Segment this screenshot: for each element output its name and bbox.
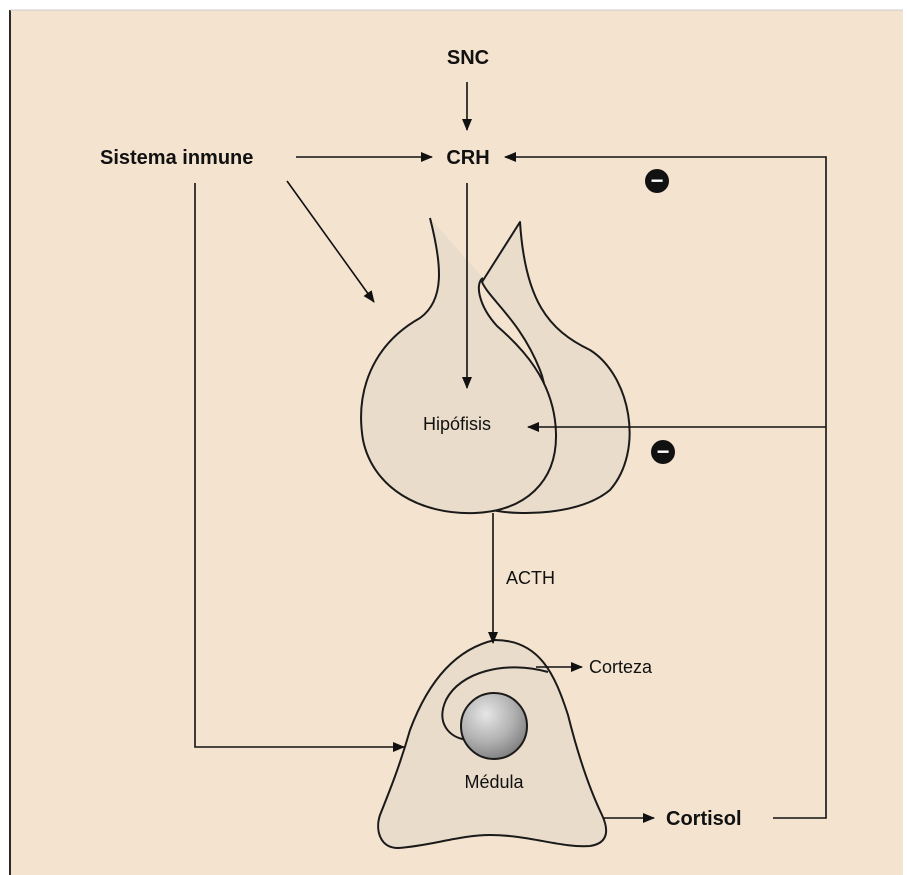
label-cortex: Corteza (589, 657, 653, 677)
inhibition-sign-label: − (657, 439, 670, 464)
label-acth: ACTH (506, 568, 555, 588)
label-cortisol: Cortisol (666, 808, 742, 830)
inhibition-sign-label: − (651, 168, 664, 193)
medulla-sphere (461, 693, 527, 759)
label-snc: SNC (447, 47, 489, 69)
label-crh: CRH (446, 147, 489, 169)
label-pituitary: Hipófisis (423, 414, 491, 434)
label-immune-system: Sistema inmune (100, 147, 253, 169)
label-medulla: Médula (464, 772, 524, 792)
